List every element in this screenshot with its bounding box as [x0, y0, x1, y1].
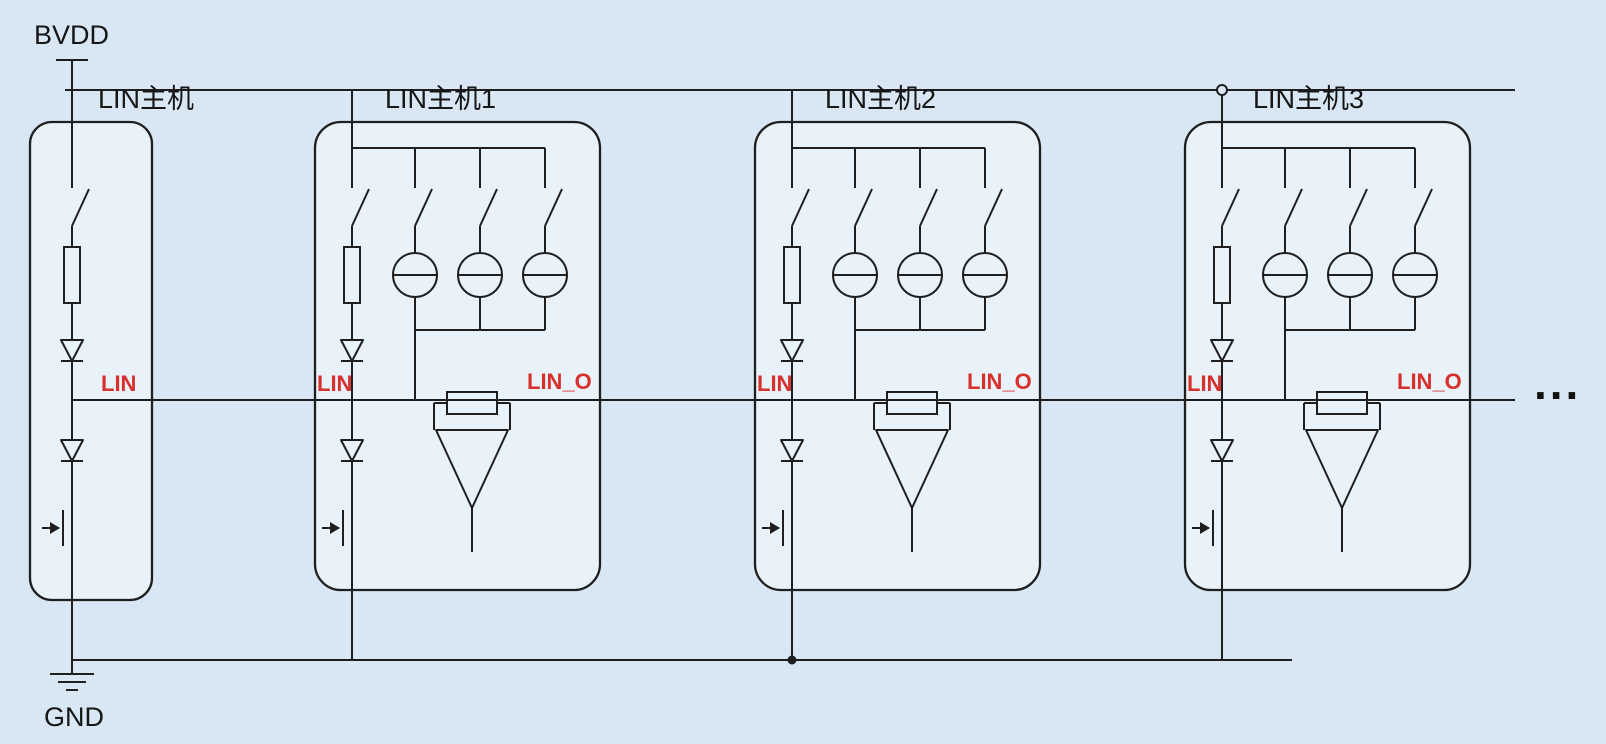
continuation-ellipsis: ...: [1534, 357, 1581, 409]
block-3-body: [1183, 120, 1472, 592]
rails-and-buses: BVDD GND: [34, 20, 1515, 732]
lin-out-pin-label: LIN_O: [527, 369, 592, 394]
block-title: LIN主机: [98, 84, 194, 114]
lin-master-block-2: LIN主机2 LIN LIN_O: [757, 84, 1032, 661]
overlay-nodes: ...: [787, 84, 1581, 665]
lin-pin-label: LIN: [101, 371, 136, 396]
block-bodies: [28, 120, 1472, 602]
lin-pin-label: LIN: [757, 371, 792, 396]
lin-master-block-0: LIN主机 LIN: [41, 84, 194, 661]
lin-pin-label: LIN: [1187, 371, 1222, 396]
lin-out-pin-label: LIN_O: [967, 369, 1032, 394]
block-title: LIN主机3: [1253, 84, 1364, 114]
bus-node-ring: [1216, 84, 1228, 96]
lin-master-block-1: LIN主机1 LIN LIN_O: [317, 84, 592, 661]
block-0-body: [28, 120, 154, 602]
block-title: LIN主机2: [825, 84, 936, 114]
junction-dot: [787, 655, 797, 665]
block-1-body: [313, 120, 602, 592]
gnd-label: GND: [44, 702, 104, 732]
ground-icon: [50, 660, 94, 691]
bvdd-label: BVDD: [34, 20, 109, 50]
lin-out-pin-label: LIN_O: [1397, 369, 1462, 394]
block-title: LIN主机1: [385, 84, 496, 114]
lin-pin-label: LIN: [317, 371, 352, 396]
block-2-body: [753, 120, 1042, 592]
lin-master-block-3: LIN主机3 LIN LIN_O: [1187, 84, 1462, 661]
